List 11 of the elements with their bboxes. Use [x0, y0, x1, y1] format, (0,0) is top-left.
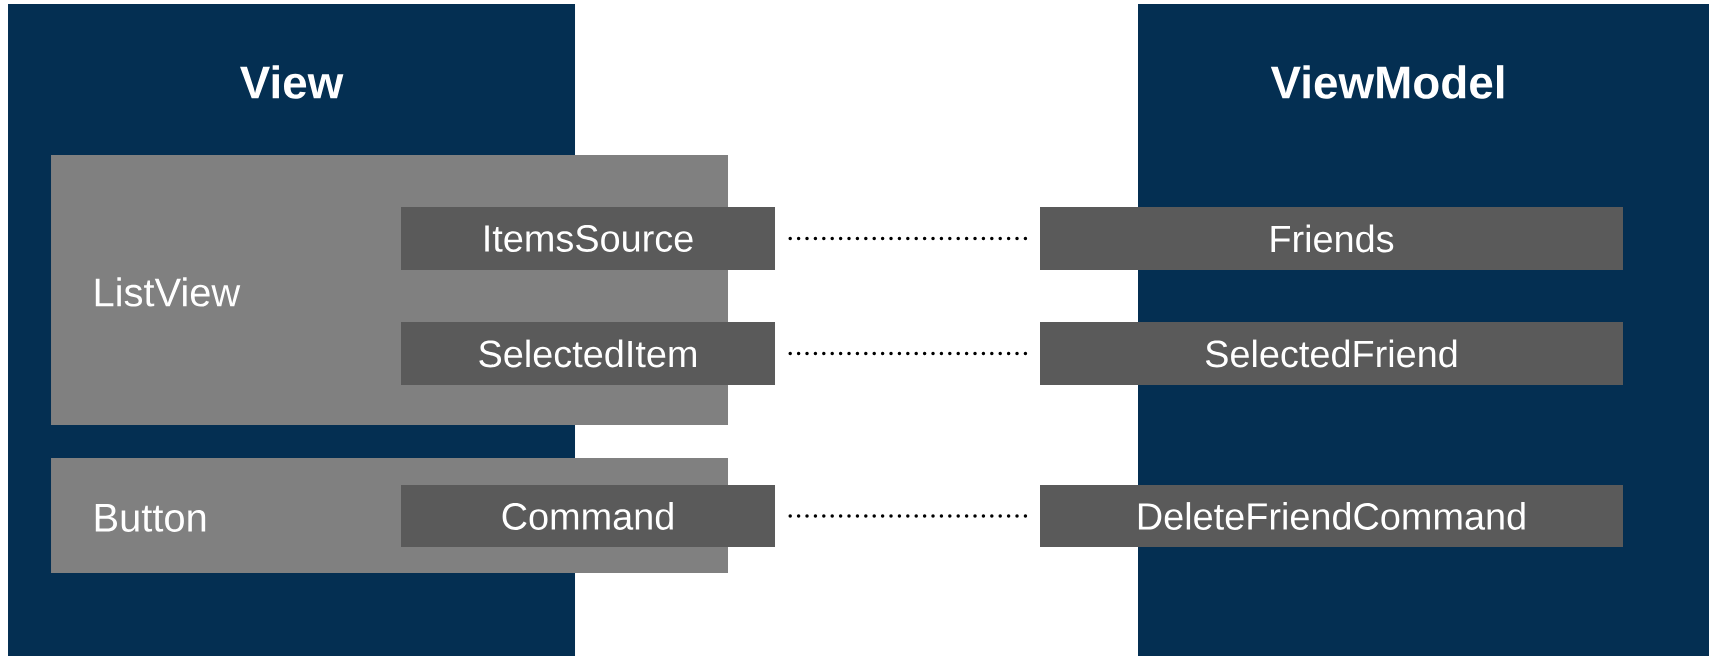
dotted-connector [788, 236, 1030, 241]
property-box: Friends [1040, 207, 1623, 270]
property-box: SelectedFriend [1040, 322, 1623, 385]
dotted-connector [788, 351, 1030, 356]
panel-title: View [240, 65, 344, 99]
property-box: Command [401, 485, 775, 547]
panel-title: ViewModel [1270, 65, 1504, 99]
property-box: ItemsSource [401, 207, 775, 270]
property-box: DeleteFriendCommand [1040, 485, 1623, 547]
dotted-connector [788, 514, 1030, 518]
property-box: SelectedItem [401, 322, 775, 385]
